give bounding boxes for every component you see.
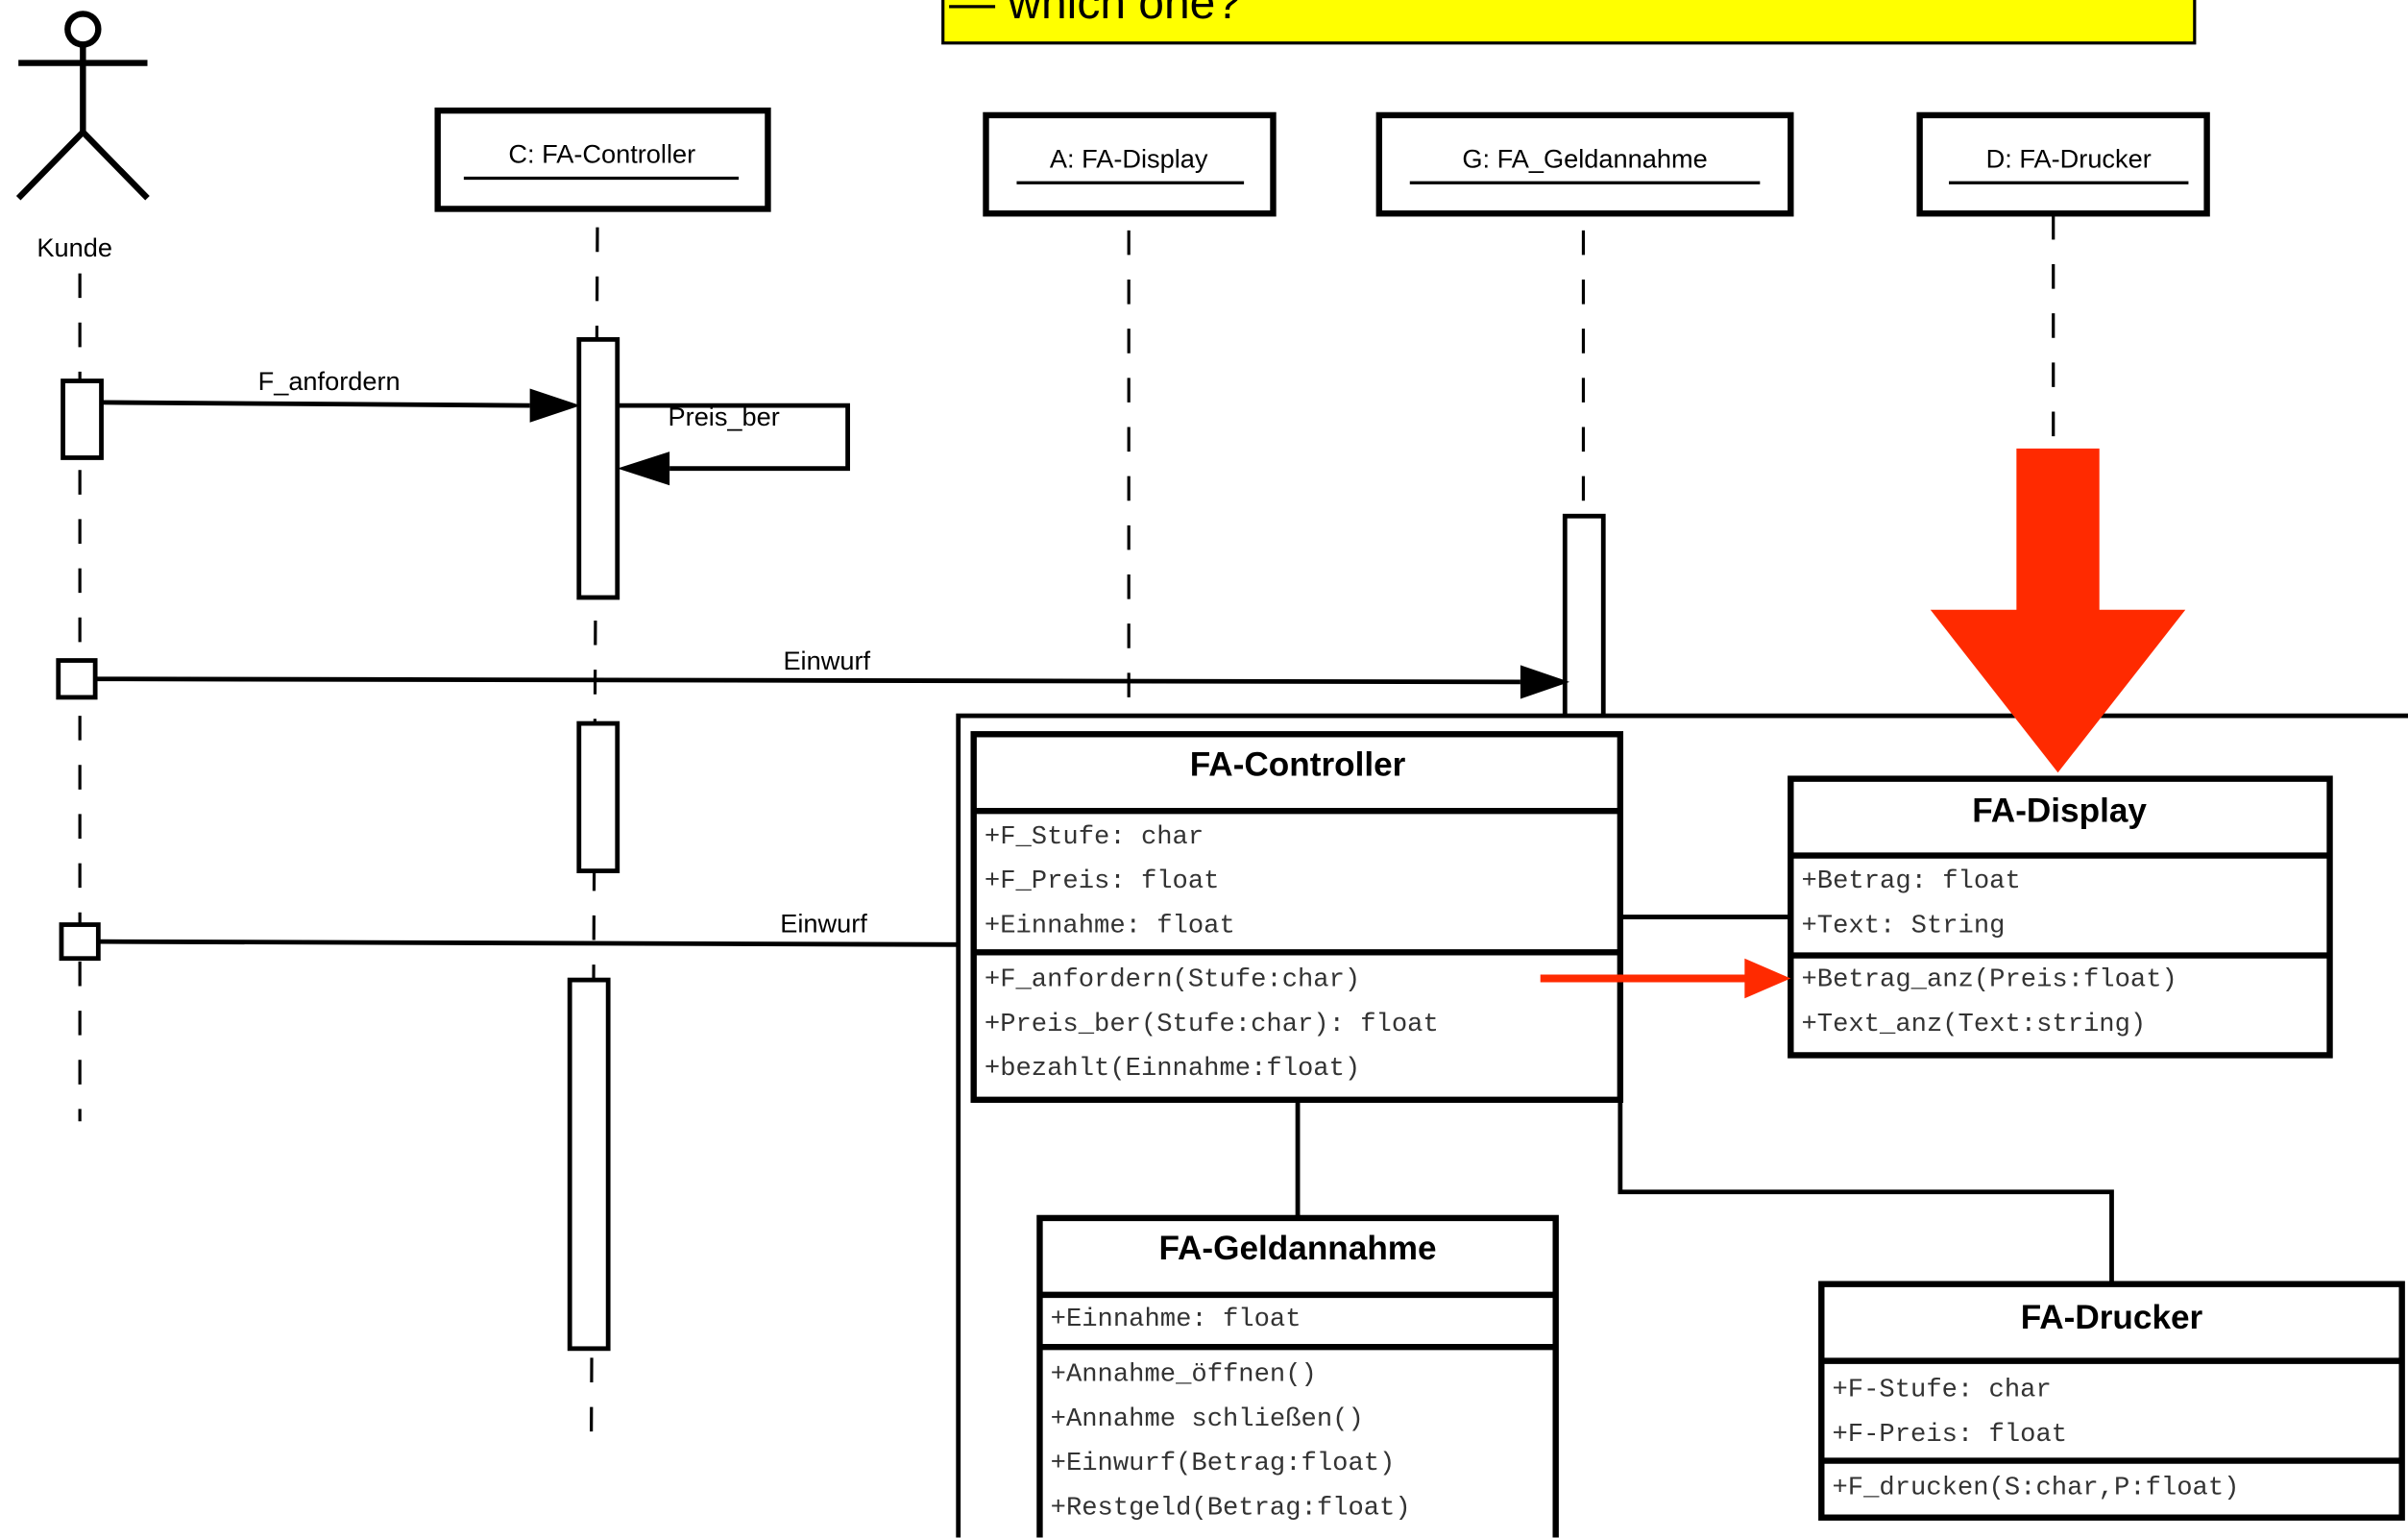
lifeline-head-controller: C: FA-Controller xyxy=(434,107,771,212)
class-drucker: FA-Drucker +F-Stufe: char +F-Preis: floa… xyxy=(1818,1281,2405,1521)
class-geldannahme-method: +Restgeld(Betrag:float) xyxy=(1051,1494,1411,1524)
activations xyxy=(56,336,1606,1352)
red-down-arrow xyxy=(1930,448,2186,773)
activation-kunde-1 xyxy=(61,378,104,460)
associations xyxy=(1295,915,2114,1284)
red-right-arrow xyxy=(1540,958,1791,999)
class-geldannahme-method: +Einwurf(Betrag:float) xyxy=(1051,1449,1396,1478)
activation-controller-1 xyxy=(576,336,620,600)
class-geldannahme: FA-Geldannahme +Einnahme: float +Annahme… xyxy=(1036,1214,1559,1538)
activation-controller-3 xyxy=(567,977,611,1352)
class-drucker-method: +F_drucken(S:char,P:float) xyxy=(1832,1474,2239,1503)
class-geldannahme-attr: +Einnahme: float xyxy=(1051,1305,1301,1334)
class-controller-method: +bezahlt(Einnahme:float) xyxy=(985,1054,1360,1084)
callout-box xyxy=(941,0,2197,45)
class-controller-attr: +F_Preis: float xyxy=(985,867,1220,896)
message-einwurf-2: Einwurf xyxy=(98,909,965,947)
class-controller-attr: +F_Stufe: char xyxy=(985,822,1204,852)
class-controller-name: FA-Controller xyxy=(1190,745,1406,783)
lifeline-head-display: A: FA-Display xyxy=(983,111,1277,217)
message-label-f-anfordern: F_anfordern xyxy=(258,366,401,396)
message-einwurf-1: Einwurf xyxy=(95,646,1570,699)
class-drucker-name: FA-Drucker xyxy=(2021,1299,2203,1336)
callout-text: — which one? xyxy=(949,0,1241,29)
class-geldannahme-method: +Annahme_öffnen() xyxy=(1051,1359,1317,1389)
lifeline-head-drucker: D: FA-Drucker xyxy=(1916,111,2210,217)
activation-geldannahme xyxy=(1562,513,1606,734)
class-controller-method: +F_anfordern(Stufe:char) xyxy=(985,964,1360,994)
lifeline-label-display: A: FA-Display xyxy=(1050,143,1208,173)
class-display-method: +Betrag_anz(Preis:float) xyxy=(1802,964,2177,994)
lifeline-head-geldannahme: G: FA_Geldannahme xyxy=(1375,111,1794,217)
class-display: FA-Display +Betrag: float +Text: String … xyxy=(1788,775,2333,1059)
lifeline-label-controller: C: FA-Controller xyxy=(508,138,695,168)
class-drucker-attr: +F-Stufe: char xyxy=(1832,1375,2051,1404)
class-display-attr: +Betrag: float xyxy=(1802,867,2021,896)
message-preis-ber: Preis_ber xyxy=(617,402,850,486)
lifeline-label-geldannahme: G: FA_Geldannahme xyxy=(1462,143,1707,173)
class-controller-attr: +Einnahme: float xyxy=(985,912,1235,941)
class-drucker-attr: +F-Preis: float xyxy=(1832,1420,2067,1450)
class-display-attr: +Text: String xyxy=(1802,912,2006,941)
actor-label: Kunde xyxy=(36,232,112,262)
activation-kunde-3 xyxy=(59,922,101,962)
actor-kunde xyxy=(15,11,150,201)
message-label-preis-ber: Preis_ber xyxy=(669,402,780,431)
activation-kunde-2 xyxy=(56,658,98,700)
message-label-einwurf-2: Einwurf xyxy=(780,909,867,939)
assoc-controller-drucker xyxy=(1617,1101,2114,1284)
activation-controller-2 xyxy=(576,720,620,873)
message-f-anfordern: F_anfordern xyxy=(101,366,581,423)
lifeline-label-drucker: D: FA-Drucker xyxy=(1986,143,2152,173)
class-display-method: +Text_anz(Text:string) xyxy=(1802,1010,2147,1039)
class-display-name: FA-Display xyxy=(1972,792,2147,829)
class-geldannahme-name: FA-Geldannahme xyxy=(1159,1230,1437,1267)
message-label-einwurf-1: Einwurf xyxy=(783,646,870,675)
class-controller: FA-Controller +F_Stufe: char +F_Preis: f… xyxy=(970,731,1624,1104)
class-controller-method: +Preis_ber(Stufe:char): float xyxy=(985,1010,1439,1039)
class-geldannahme-method: +Annahme schließen() xyxy=(1051,1404,1364,1434)
